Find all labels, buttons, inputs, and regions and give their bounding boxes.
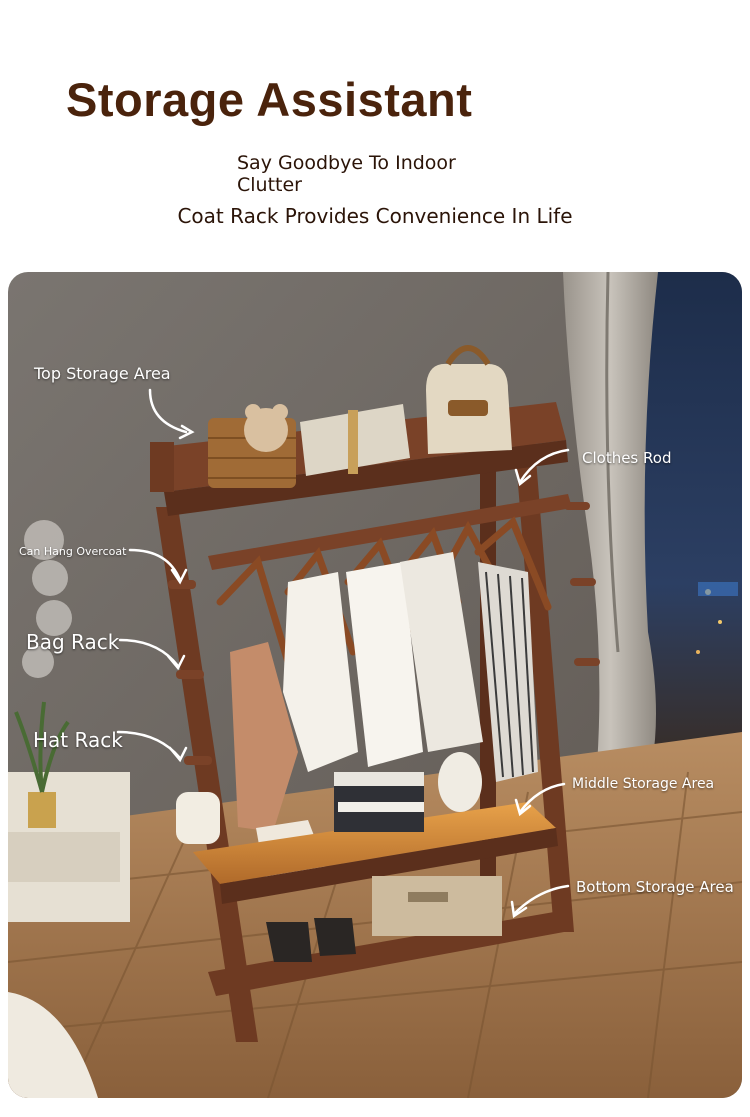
coat-rack-illustration [8,272,742,1098]
garment-white-2 [346,562,423,767]
tagline-line-2: Clutter [237,174,302,196]
middle-shelf [193,802,556,884]
clothes-rod [208,494,572,570]
callout-hat-rack: Hat Rack [33,728,123,752]
bag-hook [176,670,204,679]
callout-middle-storage: Middle Storage Area [572,776,715,792]
callout-top-storage: Top Storage Area [34,364,171,383]
garment-striped [478,562,538,782]
hat-hook [184,756,212,765]
subtitle: Coat Rack Provides Convenience In Life [177,204,573,228]
overcoat-hook [168,580,196,589]
garment-lace [400,552,483,752]
rack-left-post [156,507,258,1042]
garment-white-1 [283,572,358,772]
callout-bottom-storage: Bottom Storage Area [576,878,734,896]
round-box [438,752,482,812]
tagline-line-1: Say Goodbye To Indoor [237,152,456,174]
callout-clothes-rod: Clothes Rod [582,449,672,467]
garment-pink [230,642,298,832]
shoes [266,922,312,962]
hanging-bag [176,792,220,844]
tagline: Say Goodbye To Indoor Clutter [237,152,497,196]
rack-right-post [513,422,574,932]
callout-bag-rack: Bag Rack [26,630,120,654]
callout-overcoat: Can Hang Overcoat [19,545,127,558]
storage-box [372,876,502,936]
product-photo: Top Storage Area Clothes Rod Can Hang Ov… [8,272,742,1098]
page-title: Storage Assistant [66,73,473,126]
